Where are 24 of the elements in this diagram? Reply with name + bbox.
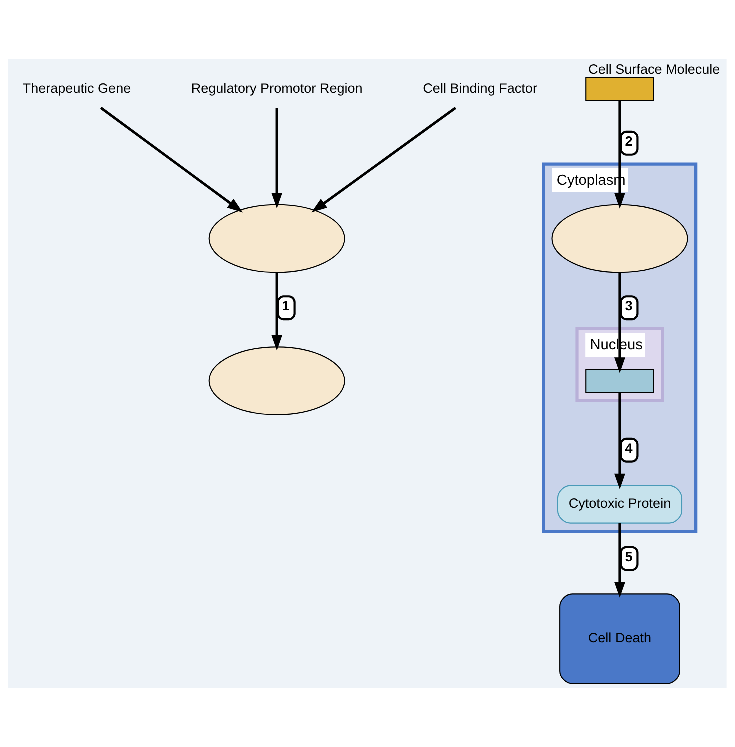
edge-label: 2 (625, 134, 633, 149)
edge-label: 4 (625, 440, 633, 456)
arrow (272, 272, 283, 351)
node-box: Cell Death (560, 594, 680, 684)
node-text: Cell Binding Factor (423, 80, 538, 96)
arrow (312, 107, 457, 213)
arrow (614, 100, 626, 209)
node-bar (586, 369, 654, 394)
arrow (100, 107, 244, 213)
node-box: Cytotoxic Protein (557, 485, 683, 524)
edge-label: 1 (282, 298, 290, 314)
node-circle (552, 204, 688, 274)
arrow (614, 523, 626, 598)
node-circle (208, 204, 346, 274)
edge-label: 3 (625, 298, 633, 314)
edge-label: 5 (625, 549, 633, 564)
arrow (614, 392, 626, 490)
node-text: Regulatory Promotor Region (191, 80, 363, 96)
node-circle (208, 346, 346, 416)
node-text: Therapeutic Gene (22, 80, 132, 96)
node-label: Cell Surface Molecule (588, 62, 720, 78)
arrow (272, 108, 283, 209)
arrow (614, 272, 626, 374)
node-bar (586, 77, 654, 102)
